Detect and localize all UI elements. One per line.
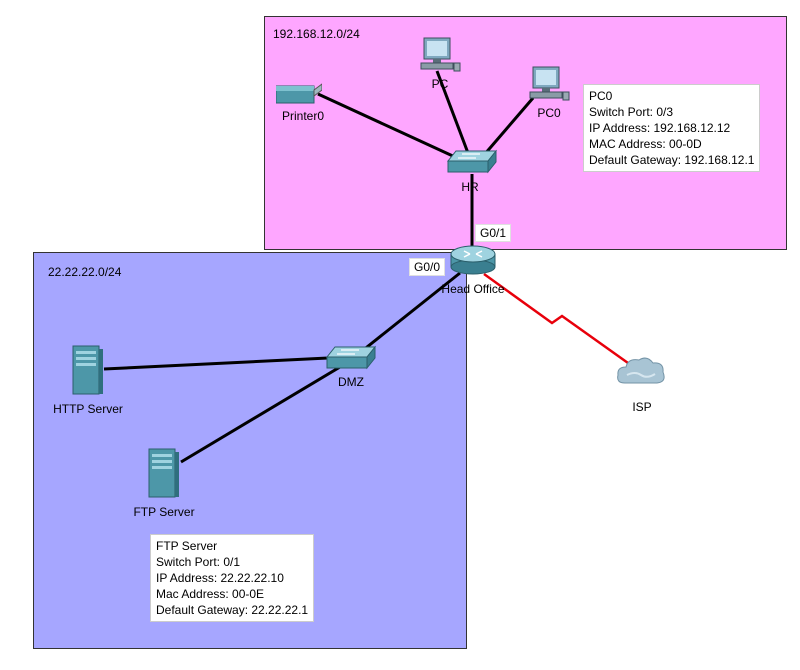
http-server-label: HTTP Server <box>53 402 123 416</box>
isp-cloud-device[interactable] <box>615 355 667 392</box>
link-ftp-dmz[interactable] <box>180 362 346 464</box>
switch-icon <box>325 345 377 370</box>
link-http-dmz[interactable] <box>103 356 329 371</box>
link-pc0-hr[interactable] <box>482 97 535 156</box>
ftp-info-line: FTP Server <box>156 539 218 553</box>
pc0-info-line: MAC Address: 00-0D <box>589 137 702 151</box>
ftp-info-line: Mac Address: 00-0E <box>156 587 265 601</box>
pc0-info-note: PC0 Switch Port: 0/3 IP Address: 192.168… <box>583 84 761 172</box>
pc-icon <box>420 37 461 72</box>
pc0-label: PC0 <box>537 106 561 120</box>
pc0-info-line: IP Address: 192.168.12.12 <box>589 121 731 135</box>
pc-label: PC <box>431 77 449 91</box>
pc0-info-line: Default Gateway: 192.168.12.1 <box>589 153 755 167</box>
ftp-server-label: FTP Server <box>133 505 195 519</box>
hr-zone-label: 192.168.12.0/24 <box>273 27 360 41</box>
server-icon <box>72 345 103 395</box>
head-office-router[interactable] <box>450 244 496 279</box>
pc-icon <box>529 66 570 101</box>
pc0-info-line: PC0 <box>589 89 613 103</box>
hr-switch-device[interactable] <box>446 149 498 178</box>
ftp-info-note: FTP Server Switch Port: 0/1 IP Address: … <box>150 534 315 622</box>
link-pc-hr[interactable] <box>435 70 470 154</box>
pc-device[interactable] <box>420 37 462 80</box>
printer0-device[interactable] <box>275 82 323 109</box>
dmz-zone-label: 22.22.22.0/24 <box>48 265 122 279</box>
link-printer-hr[interactable] <box>317 92 456 159</box>
ftp-info-line: Default Gateway: 22.22.22.1 <box>156 603 309 617</box>
port-g01-label: G0/1 <box>475 224 512 242</box>
link-router-isp-serial[interactable] <box>483 272 629 365</box>
head-office-label: Head Office <box>441 282 505 296</box>
printer-icon <box>275 83 323 104</box>
ftp-info-line: Switch Port: 0/1 <box>156 555 241 569</box>
pc0-info-line: Switch Port: 0/3 <box>589 105 674 119</box>
switch-icon <box>446 149 498 174</box>
cloud-icon <box>617 357 665 384</box>
port-g00-label: G0/0 <box>409 258 446 276</box>
server-icon <box>148 448 179 498</box>
pc0-device[interactable] <box>529 66 571 109</box>
isp-label: ISP <box>632 400 652 414</box>
router-icon <box>450 245 496 275</box>
ftp-info-line: IP Address: 22.22.22.10 <box>156 571 284 585</box>
http-server-device[interactable] <box>72 345 104 400</box>
link-router-dmz[interactable] <box>356 271 461 357</box>
hr-switch-label: HR <box>461 180 479 194</box>
dmz-switch-label: DMZ <box>338 375 364 389</box>
printer0-label: Printer0 <box>281 109 325 123</box>
dmz-switch-device[interactable] <box>325 345 377 374</box>
ftp-server-device[interactable] <box>148 448 180 503</box>
